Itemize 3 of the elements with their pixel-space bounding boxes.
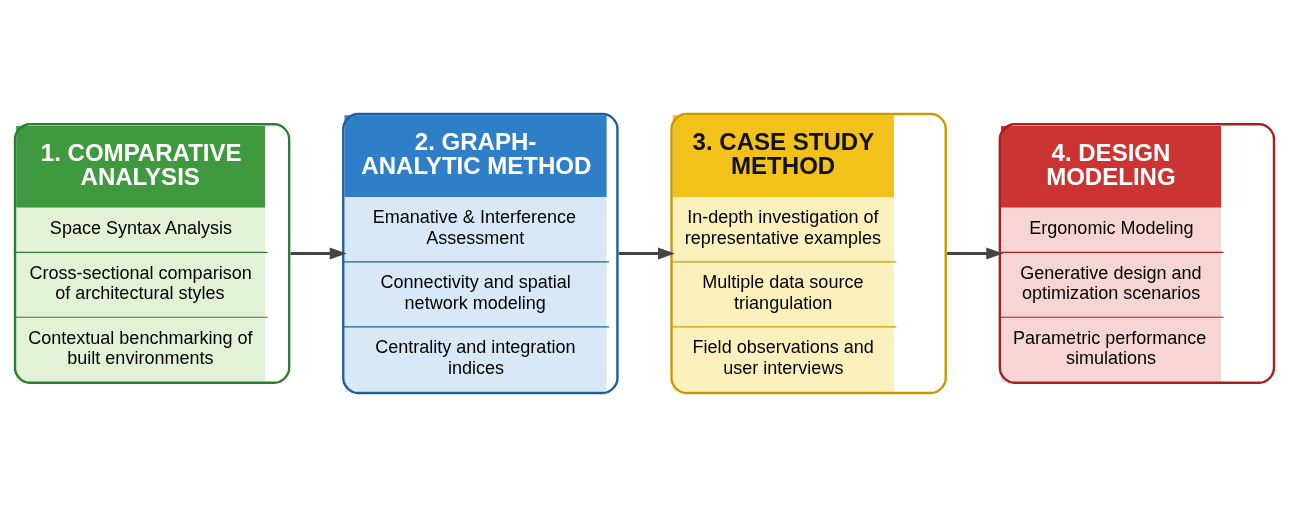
arrow <box>618 247 675 259</box>
arrow <box>290 247 347 259</box>
arrow <box>947 247 1004 259</box>
